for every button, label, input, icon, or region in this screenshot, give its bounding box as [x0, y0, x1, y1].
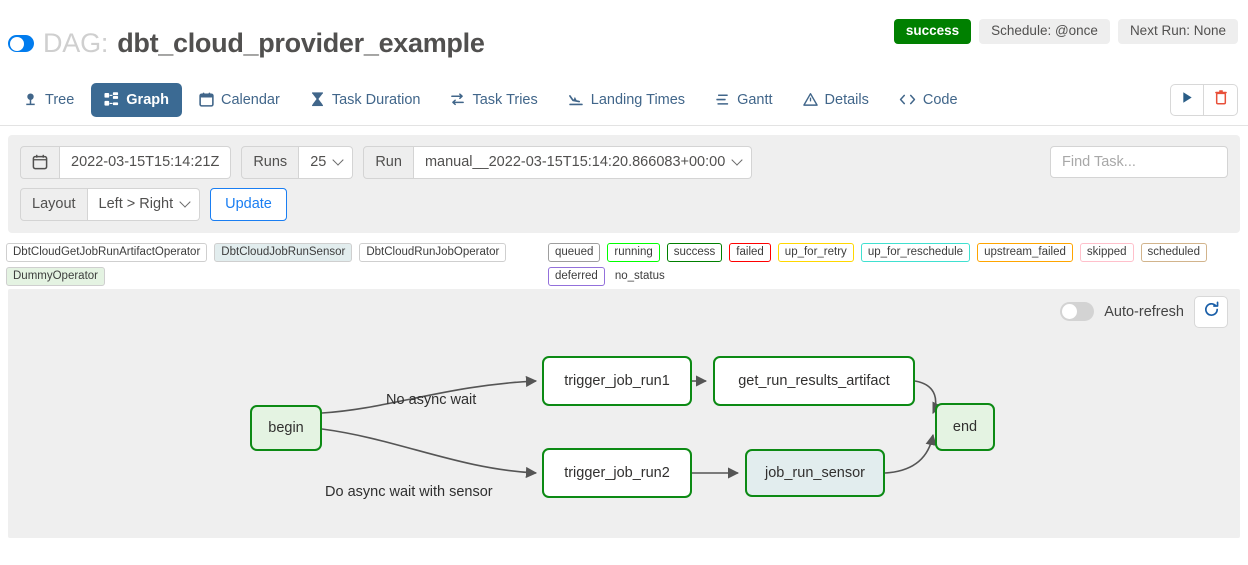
graph-edges	[321, 375, 943, 479]
refresh-icon	[1203, 301, 1220, 323]
legend-state-chip: no_status	[614, 269, 665, 282]
tab-tree[interactable]: Tree	[10, 83, 87, 117]
tab-label: Landing Times	[590, 91, 686, 108]
tab-calendar[interactable]: Calendar	[186, 83, 293, 117]
node-label: trigger_job_run2	[564, 464, 670, 481]
legend: DbtCloudGetJobRunArtifactOperator DbtClo…	[0, 233, 1248, 289]
legend-operator-chip: DummyOperator	[6, 266, 105, 287]
tab-label: Graph	[126, 91, 169, 108]
status-badge: success	[893, 19, 972, 44]
tree-icon	[23, 92, 38, 107]
graph-node-begin[interactable]: begin	[250, 404, 322, 451]
legend-state-chip: running	[607, 242, 660, 262]
legend-state-chip: upstream_failed	[977, 242, 1073, 262]
node-label: trigger_job_run1	[564, 372, 670, 389]
base-date-group: 2022-03-15T15:14:21Z	[20, 146, 232, 179]
tab-label: Tree	[45, 91, 75, 108]
graph-node-get_run_results_artifact[interactable]: get_run_results_artifact	[713, 355, 915, 406]
trigger-dag-button[interactable]	[1170, 84, 1204, 116]
tab-code[interactable]: Code	[886, 83, 971, 117]
play-icon	[1181, 91, 1194, 109]
layout-label: Layout	[20, 187, 88, 221]
legend-operator-chip: DbtCloudGetJobRunArtifactOperator	[6, 242, 208, 262]
legend-state-chip: queued	[548, 242, 601, 262]
tab-label: Calendar	[220, 91, 280, 108]
tab-gantt[interactable]: Gantt	[702, 83, 785, 117]
dag-paused-toggle[interactable]	[8, 35, 34, 52]
edge-label-do-async-wait: Do async wait with sensor	[325, 483, 493, 500]
page-title: dbt_cloud_provider_example	[117, 28, 485, 58]
tab-details[interactable]: Details	[790, 83, 882, 117]
filter-bar: 2022-03-15T15:14:21Z Runs 25 Run manual_…	[8, 135, 1240, 233]
num-runs-select[interactable]: 25	[299, 146, 354, 179]
runs-group: Runs 25	[241, 146, 354, 179]
filter-row-secondary: Layout Left > Right Update	[20, 187, 1228, 221]
legend-state-chip: up_for_retry	[777, 242, 854, 262]
graph-canvas[interactable]: Auto-refresh begin trigger_job_run1	[8, 288, 1240, 538]
trash-icon	[1214, 90, 1228, 110]
tab-task-duration[interactable]: Task Duration	[297, 83, 434, 117]
filter-row-primary: 2022-03-15T15:14:21Z Runs 25 Run manual_…	[20, 146, 1228, 179]
hourglass-icon	[310, 92, 325, 107]
legend-state-chip: up_for_reschedule	[860, 242, 971, 262]
calendar-icon	[199, 92, 214, 107]
retry-icon	[450, 92, 465, 107]
warning-triangle-icon	[802, 92, 818, 107]
auto-refresh-label: Auto-refresh	[1104, 303, 1184, 320]
code-icon	[899, 92, 916, 107]
layout-group: Layout Left > Right	[20, 187, 201, 221]
tab-actions	[1170, 84, 1238, 116]
page-header: DAG: dbt_cloud_provider_example success …	[0, 0, 1248, 70]
next-run-badge: Next Run: None	[1117, 19, 1238, 44]
run-group: Run manual__2022-03-15T15:14:20.866083+0…	[363, 146, 753, 179]
graph-node-trigger_job_run1[interactable]: trigger_job_run1	[542, 355, 692, 406]
gantt-icon	[715, 92, 730, 107]
calendar-icon[interactable]	[20, 146, 60, 179]
find-task-input[interactable]: Find Task...	[1050, 146, 1228, 178]
graph-icon	[104, 92, 119, 107]
edge-label-no-async-wait: No async wait	[386, 391, 477, 408]
legend-state-chip: deferred	[548, 266, 605, 287]
schedule-badge: Schedule: @once	[979, 19, 1110, 44]
legend-operator-chip: DbtCloudRunJobOperator	[359, 242, 507, 262]
node-label: begin	[268, 419, 304, 436]
legend-state-chip: scheduled	[1140, 242, 1207, 262]
graph-node-job_run_sensor[interactable]: job_run_sensor	[745, 448, 885, 497]
node-label: get_run_results_artifact	[738, 372, 890, 389]
dag-run-select[interactable]: manual__2022-03-15T15:14:20.866083+00:00	[413, 146, 753, 179]
runs-label: Runs	[241, 146, 300, 179]
tab-landing-times[interactable]: Landing Times	[555, 83, 698, 117]
legend-state-chip: skipped	[1079, 242, 1134, 262]
graph-node-end[interactable]: end	[935, 402, 995, 451]
landing-icon	[568, 92, 584, 107]
node-label: job_run_sensor	[765, 464, 865, 481]
legend-state-chip: success	[666, 242, 723, 262]
refresh-button[interactable]	[1194, 295, 1228, 328]
layout-select[interactable]: Left > Right	[87, 187, 201, 221]
update-button[interactable]: Update	[210, 187, 287, 221]
legend-states: queued running success failed up_for_ret…	[548, 242, 1244, 287]
header-badges: success Schedule: @once Next Run: None	[893, 19, 1238, 44]
run-label: Run	[363, 146, 414, 179]
auto-refresh-toggle[interactable]	[1060, 302, 1095, 322]
dag-title-row: DAG: dbt_cloud_provider_example	[8, 28, 485, 59]
legend-operator-chip: DbtCloudJobRunSensor	[214, 242, 353, 262]
tab-graph[interactable]: Graph	[91, 82, 182, 117]
delete-dag-button[interactable]	[1204, 84, 1238, 116]
graph-node-trigger_job_run2[interactable]: trigger_job_run2	[542, 447, 692, 498]
legend-operators: DbtCloudGetJobRunArtifactOperator DbtClo…	[6, 242, 536, 287]
tab-task-tries[interactable]: Task Tries	[437, 83, 550, 117]
tab-bar: Tree Graph Calendar Task Duration Task T	[0, 70, 1248, 126]
dag-label: DAG:	[43, 28, 109, 58]
tab-label: Task Duration	[331, 91, 421, 108]
tab-list: Tree Graph Calendar Task Duration Task T	[10, 70, 1238, 125]
canvas-toolbar: Auto-refresh	[1060, 295, 1228, 328]
tab-label: Task Tries	[472, 91, 538, 108]
base-date-input[interactable]: 2022-03-15T15:14:21Z	[60, 146, 232, 179]
tab-label: Code	[922, 91, 958, 108]
tab-label: Gantt	[737, 91, 773, 108]
legend-state-chip: failed	[729, 242, 771, 262]
node-label: end	[952, 418, 978, 435]
tab-label: Details	[824, 91, 869, 108]
